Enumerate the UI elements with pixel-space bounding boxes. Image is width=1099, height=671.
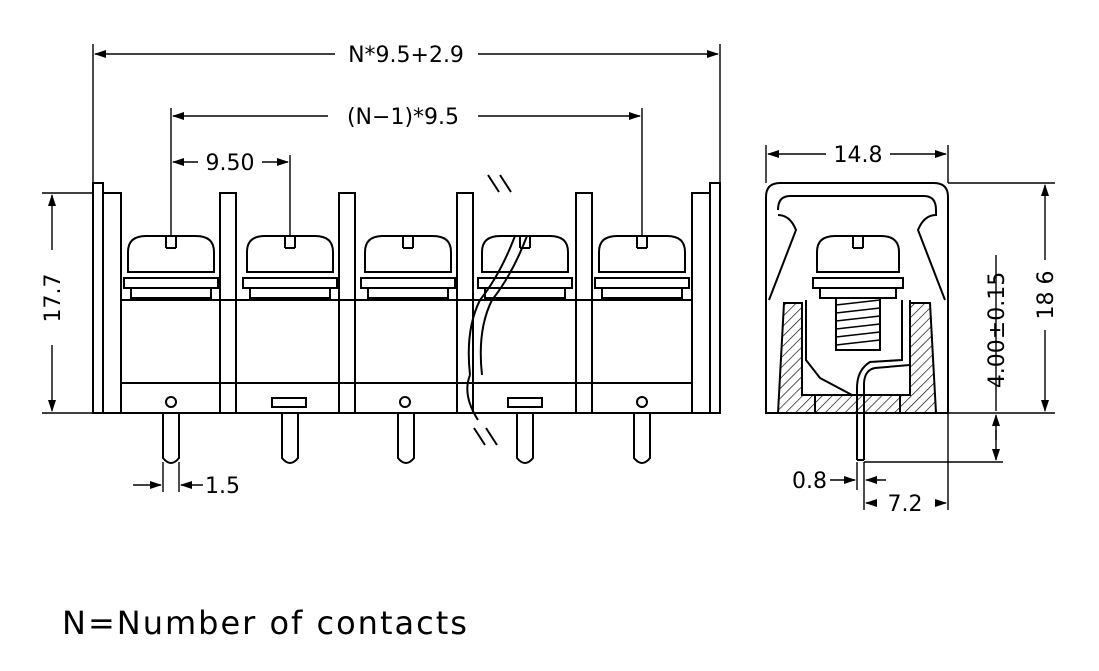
side-dimensions xyxy=(765,145,1055,510)
contacts-note: N=Number of contacts xyxy=(62,604,469,642)
dim-side-width: 14.8 xyxy=(834,143,883,168)
side-view xyxy=(765,182,949,461)
break-lines xyxy=(466,174,528,446)
dim-side-height: 18 6 xyxy=(1034,271,1059,320)
dim-pitch: 9.50 xyxy=(206,151,255,176)
front-dimensions xyxy=(42,44,721,492)
screws xyxy=(123,235,690,299)
pins xyxy=(162,413,651,464)
dim-pin-offset: 7.2 xyxy=(888,492,923,517)
front-view xyxy=(92,174,721,464)
dim-height-front: 17.7 xyxy=(41,274,66,323)
dim-pin-width: 1.5 xyxy=(205,474,240,499)
dim-overall-width: N*9.5+2.9 xyxy=(348,43,464,68)
dim-pin-length: 4.00±0.15 xyxy=(985,272,1010,388)
dim-pin-thickness: 0.8 xyxy=(792,469,827,494)
dim-end-pitch: (N−1)*9.5 xyxy=(347,105,459,130)
barrier-walls xyxy=(219,192,593,414)
